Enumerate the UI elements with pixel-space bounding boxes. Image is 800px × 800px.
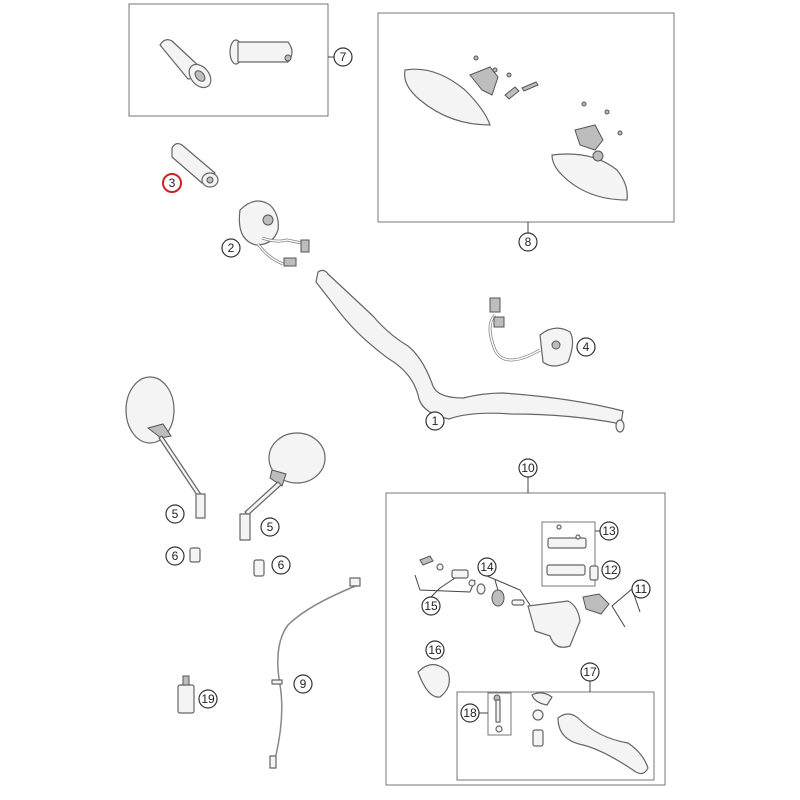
- svg-text:9: 9: [300, 677, 307, 691]
- grip-set-illustration: [159, 39, 293, 89]
- group-box-grips: [128, 3, 329, 117]
- svg-text:11: 11: [635, 582, 648, 596]
- svg-text:6: 6: [278, 558, 285, 572]
- group-box-pivot-bolt: [487, 692, 512, 736]
- callout-5-left[interactable]: 5: [165, 504, 185, 524]
- svg-text:17: 17: [583, 665, 597, 679]
- callout-6-right[interactable]: 6: [271, 555, 291, 575]
- switch-illustration: [488, 297, 574, 367]
- svg-text:3: 3: [169, 176, 176, 190]
- svg-text:16: 16: [428, 643, 442, 657]
- callout-19[interactable]: 19: [198, 689, 218, 709]
- svg-text:18: 18: [463, 706, 477, 720]
- mirror-left-illustration: [125, 376, 206, 519]
- svg-text:5: 5: [172, 507, 179, 521]
- svg-text:8: 8: [525, 235, 532, 249]
- group-box-lever: [456, 691, 655, 781]
- group-box-handguards: [377, 12, 675, 223]
- handguard-kit-illustration: [403, 55, 628, 201]
- mirror-right-illustration: [239, 432, 326, 541]
- callout-10[interactable]: 10: [518, 458, 538, 478]
- cable-illustration: [269, 577, 361, 769]
- svg-text:1: 1: [432, 414, 439, 428]
- callout-7[interactable]: 7: [333, 47, 353, 67]
- callout-3-highlighted[interactable]: 3: [162, 173, 182, 193]
- svg-text:10: 10: [521, 461, 535, 475]
- svg-text:19: 19: [201, 692, 215, 706]
- throttle-tube-illustration: [171, 142, 219, 188]
- master-cylinder-parts-illustration: [417, 524, 649, 775]
- svg-text:15: 15: [424, 599, 438, 613]
- callout-1[interactable]: 1: [425, 411, 445, 431]
- callout-8[interactable]: 8: [518, 232, 538, 252]
- callout-5-right[interactable]: 5: [260, 517, 280, 537]
- callout-9[interactable]: 9: [293, 674, 313, 694]
- svg-text:7: 7: [340, 50, 347, 64]
- callout-18[interactable]: 18: [460, 703, 480, 723]
- fluid-bottle-illustration: [177, 675, 195, 714]
- throttle-housing-illustration: [238, 200, 310, 267]
- svg-text:4: 4: [583, 340, 590, 354]
- svg-text:6: 6: [172, 549, 179, 563]
- handlebar-illustration: [315, 269, 625, 433]
- callout-11[interactable]: 11: [631, 579, 651, 599]
- svg-text:13: 13: [602, 524, 616, 538]
- svg-text:5: 5: [267, 520, 274, 534]
- callout-6-left[interactable]: 6: [165, 546, 185, 566]
- callout-16[interactable]: 16: [425, 640, 445, 660]
- callout-14[interactable]: 14: [477, 557, 497, 577]
- svg-text:12: 12: [604, 563, 618, 577]
- callout-12[interactable]: 12: [601, 560, 621, 580]
- callout-17[interactable]: 17: [580, 662, 600, 682]
- callout-2[interactable]: 2: [221, 238, 241, 258]
- mirror-nut-illustration: [189, 547, 265, 577]
- callout-4[interactable]: 4: [576, 337, 596, 357]
- group-box-reservoir-cover: [541, 521, 596, 587]
- svg-text:14: 14: [480, 560, 494, 574]
- callout-13[interactable]: 13: [599, 521, 619, 541]
- callout-15[interactable]: 15: [421, 596, 441, 616]
- group-box-clutch-master-cylinder: [385, 492, 666, 786]
- svg-text:2: 2: [228, 241, 235, 255]
